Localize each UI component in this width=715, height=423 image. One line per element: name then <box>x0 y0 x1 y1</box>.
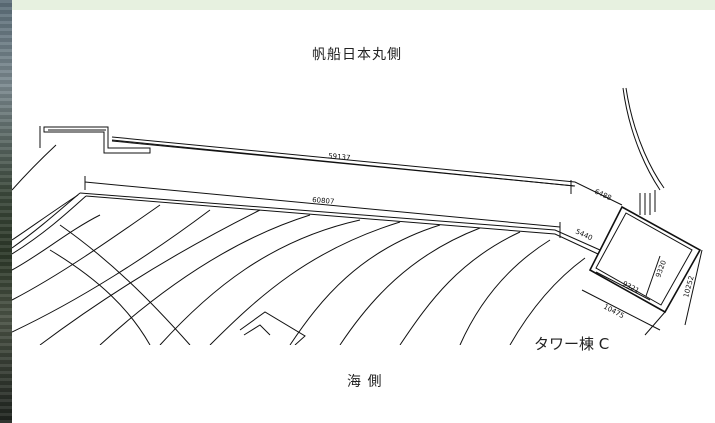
dim-line-59137 <box>111 140 576 187</box>
south-side-label: 海 側 <box>347 374 383 390</box>
dim-line-10252 <box>684 249 703 326</box>
grid-curve <box>12 209 211 333</box>
grid-radial <box>49 249 151 346</box>
north-side-label: 帆船日本丸側 <box>312 47 402 63</box>
grid-curve <box>399 231 521 346</box>
dim-line-10475 <box>581 289 661 331</box>
small-building-inner <box>243 324 271 336</box>
upper-guide-line <box>111 136 623 206</box>
dim-60807: 60807 <box>312 196 335 206</box>
grid-curve <box>12 214 101 271</box>
upper-right-arc <box>622 87 661 191</box>
dim-10475: 10475 <box>602 303 625 321</box>
dim-ext <box>644 311 666 336</box>
grid-curve <box>289 224 441 346</box>
floor-plan-svg: 59137 60807 6488 5440 9321 9320 10475 10… <box>12 87 703 346</box>
shore-curve-1 <box>12 144 57 191</box>
dim-6488: 6488 <box>593 188 613 203</box>
walkway-curve-inner <box>12 195 87 255</box>
grid-curve <box>39 209 261 346</box>
upper-right-arc-2 <box>625 87 665 189</box>
corner-structure <box>43 126 151 154</box>
grid-curve <box>509 257 586 346</box>
background-photo-strip <box>0 0 12 423</box>
grid-curve <box>159 219 361 346</box>
dim-9320: 9320 <box>654 259 668 278</box>
tower-c-label: タワー棟 C <box>534 335 610 353</box>
small-building <box>239 311 306 346</box>
walkway-outer <box>79 192 601 251</box>
grid-curve <box>12 204 161 301</box>
dim-line-60807 <box>84 181 561 228</box>
walkway-curve-outer <box>12 192 81 249</box>
grid-radial <box>59 224 191 346</box>
floor-plan-drawing: 59137 60807 6488 5440 9321 9320 10475 10… <box>12 10 715 423</box>
shore-curve-2 <box>12 194 79 241</box>
dim-59137: 59137 <box>328 152 351 162</box>
grid-curve <box>99 214 311 346</box>
tower-c-inner <box>595 212 693 306</box>
top-strip <box>0 0 715 10</box>
drawing-bottom-mask <box>12 345 715 423</box>
dim-line-9320 <box>645 255 661 297</box>
grid-curve <box>459 239 551 346</box>
grid-curve <box>339 227 481 346</box>
dim-line-9321 <box>595 271 651 301</box>
walkway-inner <box>85 195 599 255</box>
grid-curve <box>209 221 401 346</box>
